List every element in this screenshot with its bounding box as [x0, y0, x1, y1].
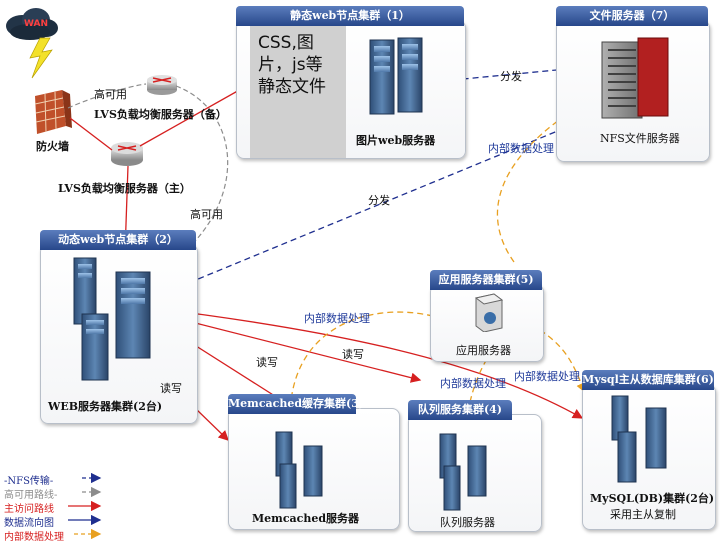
ha-label-top: 高可用 — [94, 88, 127, 101]
memcached-server-label: Memcached服务器 — [252, 512, 360, 525]
static-files-note-line: 静态文件 — [258, 77, 326, 97]
static-files-note-line: 片，js等 — [258, 55, 323, 75]
ha-line-firewall-backup — [67, 83, 147, 109]
access-line-lvs-static — [139, 83, 251, 147]
static-web-cluster-title: 静态web节点集群（1） — [236, 6, 464, 26]
rw-line-mysql — [151, 307, 584, 419]
access-line-firewall-lvs — [69, 117, 113, 151]
legend-internal: 内部数据处理 — [4, 532, 64, 543]
legend-access: 主访问路线 — [4, 504, 54, 515]
mysql-cluster-title: Mysql主从数据库集群(6) — [582, 370, 714, 390]
internal-label-queue: 内部数据处理 — [440, 377, 506, 390]
static-files-note: CSS,图 片，js等 静态文件 — [250, 26, 346, 158]
lvs-backup-label: LVS负载均衡服务器（备） — [94, 108, 227, 121]
image-web-server-label: 图片web服务器 — [356, 134, 436, 147]
nfs-server-icon — [601, 37, 669, 119]
file-server-cluster-title: 文件服务器（7） — [556, 6, 708, 26]
rw-label-memcached-2: 读写 — [160, 382, 182, 395]
internal-label-app: 内部数据处理 — [304, 312, 370, 325]
distribute-label-dynamic: 分发 — [368, 194, 390, 207]
queue-server-label: 队列服务器 — [440, 516, 495, 529]
lvs-backup-router-icon — [147, 75, 177, 95]
web-server-group-label: WEB服务器集群(2台) — [48, 400, 163, 413]
lvs-main-router-icon — [111, 142, 143, 166]
rw-label-memcached: 读写 — [256, 356, 278, 369]
ha-label-side: 高可用 — [190, 208, 223, 221]
web-server-group-icon — [73, 257, 151, 381]
legend-dataflow: 数据流向图 — [4, 518, 54, 529]
mysql-server-icon — [611, 395, 667, 483]
internal-label-nfs: 内部数据处理 — [488, 142, 554, 155]
lvs-main-label: LVS负载均衡服务器（主） — [58, 182, 191, 195]
nfs-distribute-dynamic — [151, 129, 561, 299]
nfs-distribute-static — [430, 65, 599, 87]
queue-cluster-title: 队列服务集群(4) — [408, 400, 512, 420]
mysql-replication-label: 采用主从复制 — [610, 508, 676, 521]
rw-label-queue: 读写 — [342, 348, 364, 361]
legend-ha: 高可用路线- — [4, 490, 58, 501]
queue-server-icon — [439, 433, 487, 511]
memcached-server-icon — [275, 431, 323, 509]
image-web-server-icon — [369, 37, 423, 115]
internal-memcached-app — [289, 310, 442, 419]
nfs-server-label: NFS文件服务器 — [600, 132, 680, 145]
wan-cloud-icon — [6, 8, 58, 40]
memcached-cluster-title: Memcached缓存集群(3) — [228, 394, 364, 414]
static-files-note-line: CSS,图 — [258, 33, 314, 53]
lightning-icon — [29, 37, 53, 79]
app-server-icon — [474, 293, 504, 332]
distribute-label-static: 分发 — [500, 70, 522, 83]
legend-nfs: -NFS传输- — [4, 476, 54, 487]
firewall-label: 防火墙 — [36, 140, 69, 153]
dynamic-web-cluster-title: 动态web节点集群（2） — [40, 230, 196, 250]
firewall-icon — [34, 90, 72, 134]
app-server-label: 应用服务器 — [456, 344, 511, 357]
mysql-server-label: MySQL(DB)集群(2台) — [590, 492, 715, 505]
internal-label-mysql: 内部数据处理 — [514, 370, 580, 383]
ha-line-backup-web — [174, 85, 229, 261]
app-server-cluster-title: 应用服务器集群(5) — [430, 270, 542, 290]
wan-badge: WAN — [24, 19, 48, 29]
